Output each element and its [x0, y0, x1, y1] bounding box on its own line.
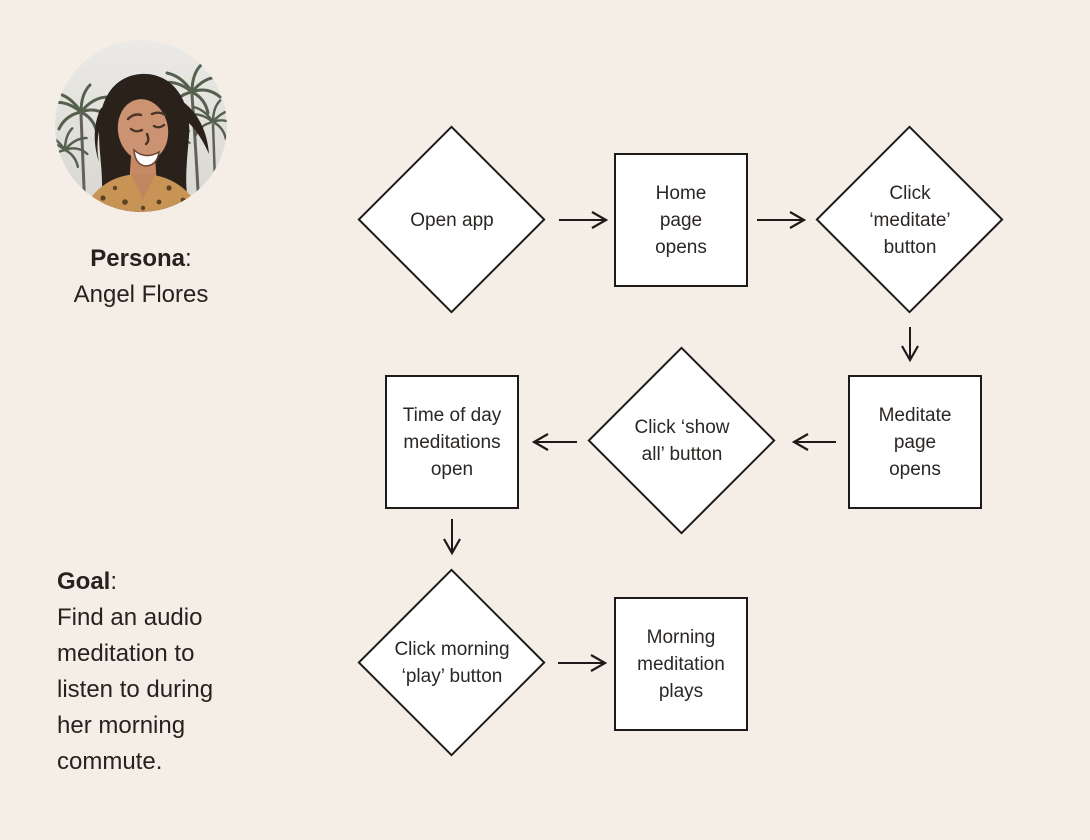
node-label: Home page opens — [655, 182, 707, 258]
flow-node-click-show-all-button: Click ‘show all’ button — [587, 346, 776, 535]
goal-heading: Goal: — [57, 568, 118, 595]
node-label: Click morning ‘play’ button — [394, 639, 510, 687]
persona-block: Persona: Angel Flores — [20, 241, 262, 313]
flow-node-meditate-page-opens: Meditate page opens — [848, 375, 982, 509]
node-label: Click ‘meditate’ button — [869, 182, 951, 258]
flow-node-time-of-day-meditations-open: Time of day meditations open — [385, 375, 519, 509]
persona-heading: Persona: — [90, 245, 192, 272]
flow-node-home-page-opens: Home page opens — [614, 153, 748, 287]
flow-node-morning-meditation-plays: Morning meditation plays — [614, 597, 748, 731]
flow-node-open-app: Open app — [357, 125, 546, 314]
goal-block: Goal: Find an audio meditation to listen… — [57, 564, 307, 780]
persona-name: Angel Flores — [73, 281, 209, 308]
persona-photo-illustration — [55, 40, 227, 212]
persona-photo — [55, 40, 227, 212]
persona-label: Persona — [90, 245, 186, 272]
goal-text: Find an audio meditation to listen to du… — [57, 604, 214, 775]
node-label: Click ‘show all’ button — [634, 417, 730, 465]
flow-node-click-morning-play-button: Click morning ‘play’ button — [357, 568, 546, 757]
node-label: Meditate page opens — [878, 404, 952, 480]
node-label: Time of day meditations open — [402, 404, 502, 480]
goal-label: Goal — [57, 568, 111, 595]
flow-node-click-meditate-button: Click ‘meditate’ button — [815, 125, 1004, 314]
node-label: Open app — [410, 209, 494, 231]
node-label: Morning meditation plays — [637, 626, 725, 702]
